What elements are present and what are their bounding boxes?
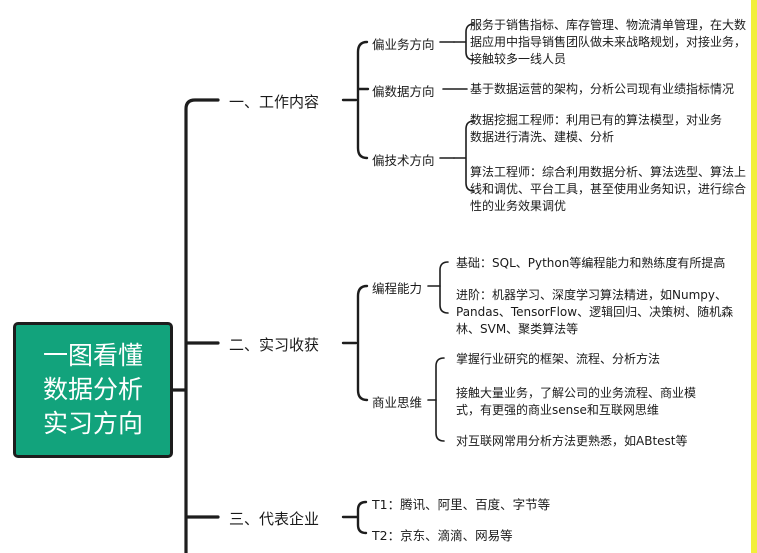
leaf-programming-advanced: 进阶：机器学习、深度学习算法精进，如Numpy、Pandas、TensorFlo… (456, 288, 734, 336)
leaf-programming-basic: 基础：SQL、Python等编程能力和熟练度有所提高 (456, 256, 726, 270)
branch-work-content: 一、工作内容 (229, 93, 320, 111)
leaf-business-exposure: 接触大量业务，了解公司的业务流程、商业模式，有更强的商业sense和互联网思维 (456, 386, 697, 417)
leaf-business-direction: 服务于销售指标、库存管理、物流清单管理，在大数据应用中指导销售团队做未来战略规划… (470, 18, 747, 66)
root-title-line-1: 一图看懂 (42, 341, 143, 370)
node-tier1-companies: T1：腾讯、阿里、百度、字节等 (372, 497, 551, 512)
leaf-data-mining-engineer: 数据挖掘工程师：利用已有的算法模型，对业务数据进行清洗、建模、分析 (470, 113, 723, 144)
leaf-algorithm-engineer: 算法工程师：综合利用数据分析、算法选型、算法上线和调优、平台工具，甚至使用业务知… (470, 165, 747, 213)
node-programming-skills: 编程能力 (372, 281, 423, 296)
node-tier2-companies: T2：京东、滴滴、网易等 (372, 528, 513, 543)
branch-internship-gains: 二、实习收获 (229, 336, 320, 354)
root-title-line-3: 实习方向 (42, 409, 143, 438)
root-title-line-2: 数据分析 (42, 375, 143, 404)
node-business-direction: 偏业务方向 (372, 37, 435, 52)
leaf-data-direction: 基于数据运营的架构，分析公司现有业绩指标情况 (470, 82, 735, 96)
node-data-direction: 偏数据方向 (372, 84, 435, 99)
leaf-industry-framework: 掌握行业研究的框架、流程、分析方法 (456, 352, 661, 366)
node-tech-direction: 偏技术方向 (372, 153, 435, 168)
node-business-thinking: 商业思维 (372, 395, 423, 410)
leaf-analysis-methods: 对互联网常用分析方法更熟悉，如ABtest等 (456, 434, 688, 448)
root-node: 一图看懂 数据分析 实习方向 (13, 322, 173, 458)
side-accent-strip (751, 0, 757, 553)
branch-representative-companies: 三、代表企业 (229, 510, 320, 528)
